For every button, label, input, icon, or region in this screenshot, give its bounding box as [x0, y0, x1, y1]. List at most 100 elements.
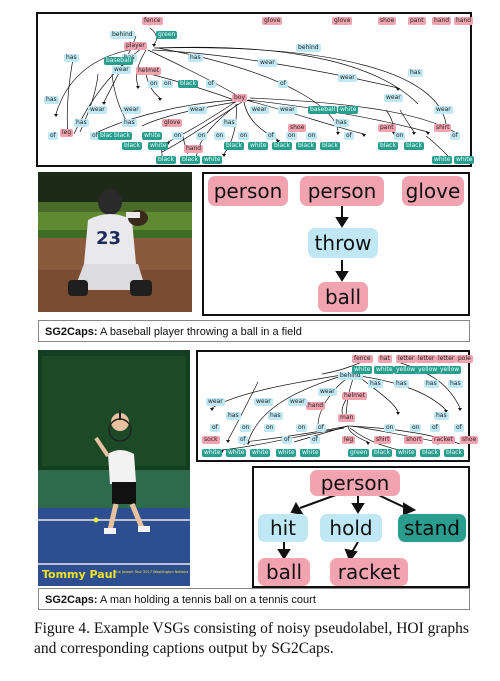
sg-relation-node: of	[282, 436, 292, 444]
sg-object-node: shoe	[378, 17, 397, 25]
sg-relation-node: of	[430, 424, 440, 432]
sg-object-node: sock	[202, 436, 220, 444]
hoi-node-throw: throw	[308, 228, 378, 258]
sg-object-node: player	[124, 42, 147, 50]
sg-relation-node: of	[316, 424, 326, 432]
hoi-node-racket: racket	[330, 558, 408, 586]
sg-attribute-node: black	[98, 132, 118, 140]
sg-attribute-node: white	[396, 449, 417, 457]
sg-attribute-node: white	[142, 132, 163, 140]
baseball-photo: 23	[38, 172, 192, 312]
photo-small-text: Rhe Joseph Tour 2017 Washington National…	[114, 570, 188, 574]
sg-attribute-node: white	[352, 366, 373, 374]
sg-relation-node: has	[268, 412, 283, 420]
sg-relation-node: has	[122, 119, 137, 127]
sg-attribute-node: black	[296, 142, 316, 150]
sg-object-node: hand	[432, 17, 452, 25]
sg-attribute-node: black	[180, 156, 200, 164]
baseball-scene-image: 23	[38, 172, 192, 312]
svg-text:23: 23	[96, 228, 121, 249]
sg-attribute-node: yellow	[416, 366, 440, 374]
sg-relation-node: has	[368, 380, 383, 388]
sg-object-node: shoe	[288, 124, 307, 132]
caption-label: SG2Caps:	[45, 326, 98, 338]
sg-relation-node: of	[310, 436, 320, 444]
sg-relation-node: has	[434, 412, 449, 420]
hoi-graph-edges-1	[335, 204, 349, 282]
sg-relation-node: wear	[188, 106, 207, 114]
sg-relation-node: of	[278, 80, 288, 88]
hoi-node-ball: ball	[318, 282, 368, 312]
sg-object-node: pole	[456, 355, 473, 363]
sg-relation-node: has	[64, 54, 79, 62]
sg-relation-node: has	[408, 69, 423, 77]
sg-relation-node: has	[448, 380, 463, 388]
sg-object-node: letter	[416, 355, 437, 363]
sg-object-node: pant	[378, 124, 396, 132]
sg-attribute-node: white	[300, 449, 321, 457]
sg-object-node: helmet	[136, 67, 162, 75]
sg-attribute-node: baseball	[308, 106, 338, 114]
sg-relation-node: of	[238, 436, 248, 444]
sg-object-node: glove	[162, 119, 183, 127]
caption-label: SG2Caps:	[45, 594, 98, 606]
sg-object-node: hand	[306, 402, 326, 410]
sg-object-node: pant	[408, 17, 426, 25]
sg-object-node: boy	[232, 94, 248, 102]
sg-object-node: fence	[352, 355, 373, 363]
sg-relation-node: on	[196, 132, 208, 140]
sg-attribute-node: white	[374, 366, 395, 374]
hoi-node-person: person	[310, 470, 400, 496]
sg-object-node: glove	[332, 17, 353, 25]
sg-object-node: short	[404, 436, 424, 444]
sg-relation-node: on	[410, 424, 422, 432]
sg-relation-node: wear	[206, 398, 225, 406]
sg-attribute-node: white	[226, 449, 247, 457]
sg-relation-node: has	[188, 54, 203, 62]
sg-relation-node: on	[306, 132, 318, 140]
sg-attribute-node: white	[432, 156, 453, 164]
sg-attribute-node: white	[276, 449, 297, 457]
sg-attribute-node: black	[112, 132, 132, 140]
sg-object-node: man	[338, 414, 356, 422]
sg-attribute-node: black	[444, 449, 464, 457]
sg-attribute-node: black	[420, 449, 440, 457]
scene-graph-panel-1: fence glove glove shoe pant hand hand pl…	[36, 12, 475, 167]
sg-attribute-node: black	[404, 142, 424, 150]
sg-object-node: shirt	[434, 124, 452, 132]
sg-object-node: letter	[396, 355, 417, 363]
scene-graph-panel-2: fence hat letter letter letter pole man …	[196, 350, 479, 462]
sg-object-node: helmet	[342, 392, 368, 400]
sg-relation-node: on	[238, 132, 250, 140]
hoi-node-person-1: person	[208, 176, 288, 206]
hoi-node-person-2: person	[300, 176, 384, 206]
sg-relation-node: wear	[254, 398, 273, 406]
sg-relation-node: has	[424, 380, 439, 388]
tennis-photo: Tommy Paul Rhe Joseph Tour 2017 Washingt…	[38, 350, 190, 586]
sg-attribute-node: black	[224, 142, 244, 150]
sg2caps-caption-2: SG2Caps: A man holding a tennis ball on …	[38, 588, 470, 610]
hoi-graph-panel-1: person person glove throw ball	[202, 172, 470, 316]
sg-attribute-node: green	[156, 31, 178, 39]
sg-relation-node: wear	[288, 398, 307, 406]
sg-relation-node: wear	[318, 388, 337, 396]
sg-relation-node: wear	[258, 59, 277, 67]
sg-relation-node: wear	[278, 106, 297, 114]
caption-text: A man holding a tennis ball on a tennis …	[97, 594, 316, 606]
sg-attribute-node: green	[348, 449, 370, 457]
sg-relation-node: of	[90, 132, 100, 140]
caption-text: A baseball player throwing a ball in a f…	[97, 326, 302, 338]
hoi-node-stand: stand	[398, 514, 466, 542]
sg-relation-node: on	[148, 80, 160, 88]
sg-attribute-node: white	[248, 142, 269, 150]
sg-relation-node: wear	[338, 74, 357, 82]
sg-object-node: fence	[142, 17, 163, 25]
sg-relation-node: on	[394, 132, 406, 140]
sg-relation-node: on	[214, 132, 226, 140]
sg-relation-node: has	[44, 96, 59, 104]
sg-relation-node: wear	[434, 106, 453, 114]
sg-relation-node: on	[162, 80, 174, 88]
sg-relation-node: has	[222, 119, 237, 127]
sg-relation-node: on	[384, 424, 396, 432]
sg-relation-node: on	[286, 132, 298, 140]
